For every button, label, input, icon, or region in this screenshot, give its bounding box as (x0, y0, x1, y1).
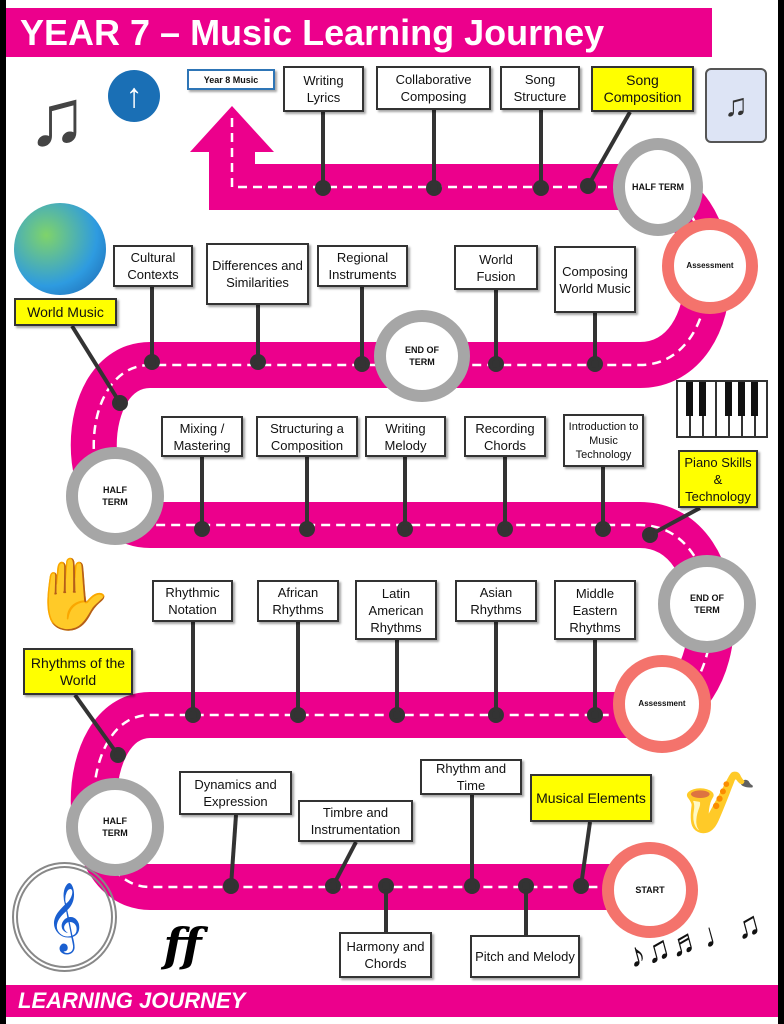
topic-box: Recording Chords (464, 416, 546, 457)
topic-box: Timbre and Instrumentation (298, 800, 413, 842)
fortissimo-icon: ff (163, 918, 202, 972)
assessment-marker: Assessment (613, 655, 711, 753)
unit-title: World Music (14, 298, 117, 326)
music-note-hearts-icon: ♫ (27, 72, 87, 162)
topic-box: Asian Rhythms (455, 580, 537, 622)
page-title: YEAR 7 – Music Learning Journey (6, 8, 712, 57)
sheet-music-icon: ♫ (705, 68, 767, 143)
end-of-term-marker: END OF TERM (658, 555, 756, 653)
topic-box: Introduction to Music Technology (563, 414, 644, 467)
unit-title: Musical Elements (530, 774, 652, 822)
end-of-term-marker: END OF TERM (374, 310, 470, 402)
topic-box: Composing World Music (554, 246, 636, 313)
topic-connectors (70, 110, 701, 935)
year-8-music-label: Year 8 Music (187, 69, 275, 90)
half-term-marker: HALF TERM (66, 447, 164, 545)
topic-box: Harmony and Chords (339, 932, 432, 978)
footer-banner: LEARNING JOURNEY (6, 985, 778, 1017)
topic-box: Rhythm and Time (420, 759, 522, 795)
topic-box: African Rhythms (257, 580, 339, 622)
clapping-hands-icon: ✋ (28, 555, 117, 633)
assessment-marker: Assessment (662, 218, 758, 314)
topic-box: Structuring a Composition (256, 416, 358, 457)
unit-title: Rhythms of the World (23, 648, 133, 695)
topic-box: Middle Eastern Rhythms (554, 580, 636, 640)
up-arrow-icon: ↑ (108, 70, 160, 122)
topic-box: Regional Instruments (317, 245, 408, 287)
topic-box: Differences and Similarities (206, 243, 309, 305)
treble-clef-icon: 𝄞 (12, 862, 117, 972)
topic-box: Dynamics and Expression (179, 771, 292, 815)
road-arrow-head (190, 106, 274, 152)
topic-box: Cultural Contexts (113, 245, 193, 287)
topic-box: Mixing / Mastering (161, 416, 243, 457)
topic-box: Pitch and Melody (470, 935, 580, 978)
topic-box: Writing Lyrics (283, 66, 364, 112)
piano-keys-icon (676, 380, 768, 438)
globe-icon (14, 203, 106, 295)
topic-box: Song Structure (500, 66, 580, 110)
topic-box: Latin American Rhythms (355, 580, 437, 640)
unit-title: Song Composition (591, 66, 694, 112)
half-term-marker: HALF TERM (66, 778, 164, 876)
unit-title: Piano Skills & Technology (678, 450, 758, 508)
topic-box: Collaborative Composing (376, 66, 491, 110)
topic-box: Rhythmic Notation (152, 580, 233, 622)
topic-box: World Fusion (454, 245, 538, 290)
instruments-icon: 🎷 (682, 768, 758, 836)
topic-box: Writing Melody (365, 416, 446, 457)
